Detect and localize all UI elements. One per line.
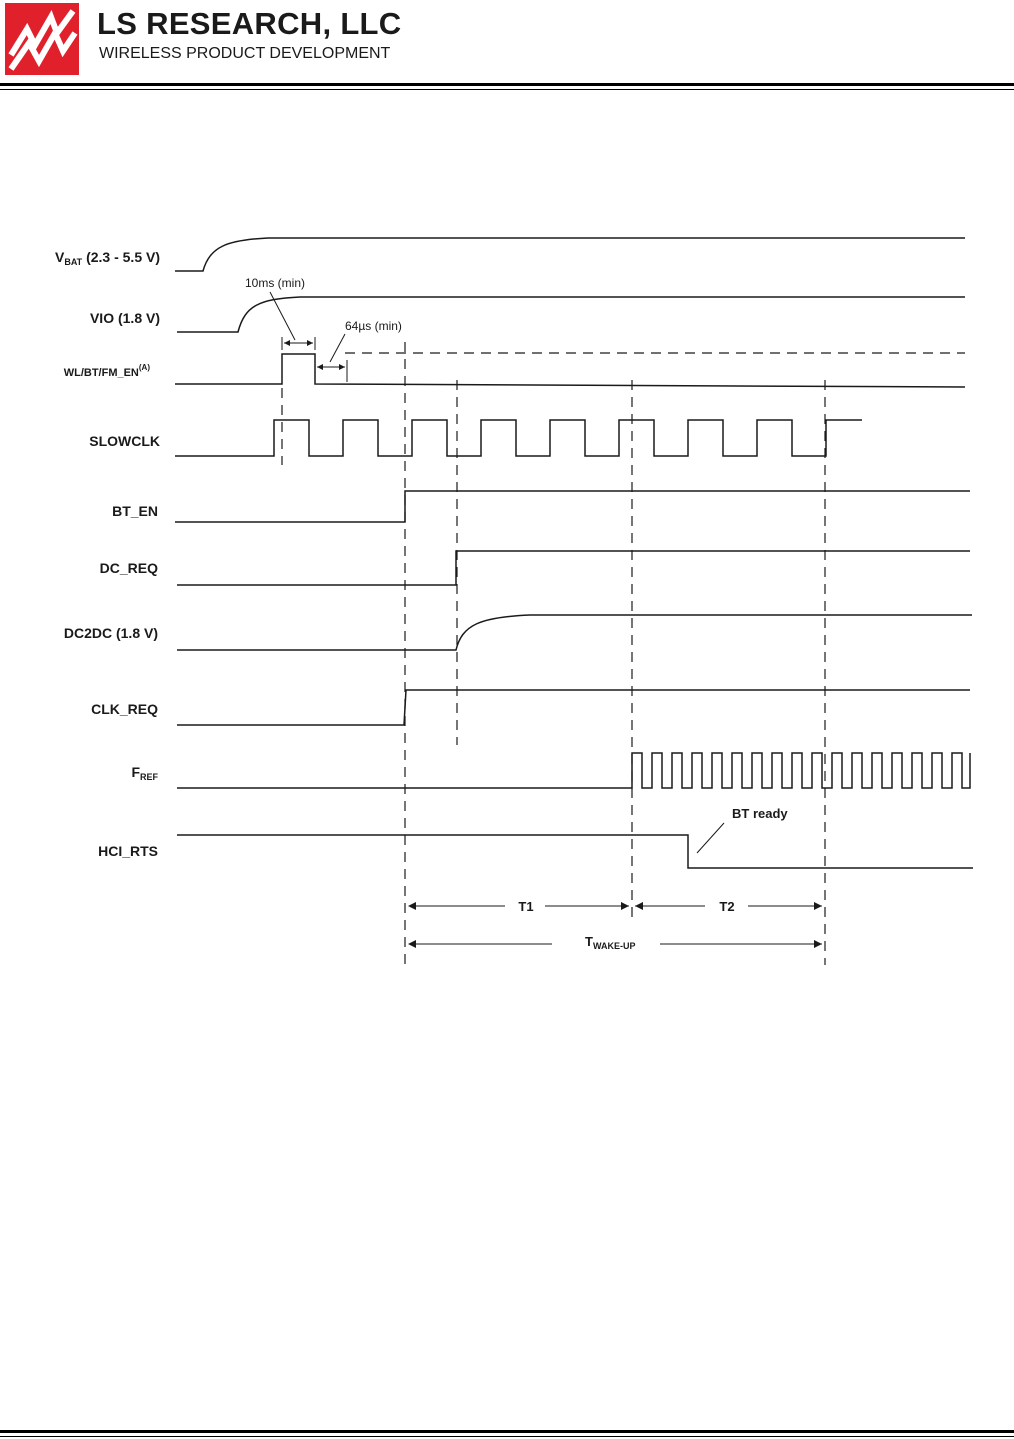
signal-label-bt-en: BT_EN [112,503,158,519]
waveform-fref [177,753,970,788]
waveform-dc2dc [177,615,972,650]
waveform-dc-req [177,551,970,585]
dimension-twake-label: TWAKE-UP [585,934,635,951]
signal-label-vio: VIO (1.8 V) [90,310,160,326]
waveform-vio [177,297,965,332]
dimension-t1-label: T1 [518,899,533,914]
waveform-hci-rts [177,835,973,868]
signal-label-wl-bt-fm-en: WL/BT/FM_EN(A) [64,363,151,379]
annotation-bt-ready: BT ready [732,806,788,821]
signal-label-slowclk: SLOWCLK [89,433,160,449]
waveform-vbat [175,238,965,271]
annotation-10ms-min: 10ms (min) [245,276,305,290]
waveform-wl-bt-fm-en [175,354,965,387]
annotation-bt-ready-leader [697,823,724,853]
dimension-t2-label: T2 [719,899,734,914]
signal-label-fref: FREF [131,764,158,782]
annotation-64us-leader [330,334,345,362]
signal-label-vbat: VBAT (2.3 - 5.5 V) [55,249,160,267]
waveform-bt-en [175,491,970,522]
signal-label-hci-rts: HCI_RTS [98,843,158,859]
signal-label-clk-req: CLK_REQ [91,701,158,717]
annotation-64us-min: 64µs (min) [345,319,402,333]
waveform-clk-req [177,690,970,725]
signal-label-dc-req: DC_REQ [100,560,158,576]
signal-label-dc2dc: DC2DC (1.8 V) [64,625,158,641]
waveform-slowclk [175,420,862,456]
